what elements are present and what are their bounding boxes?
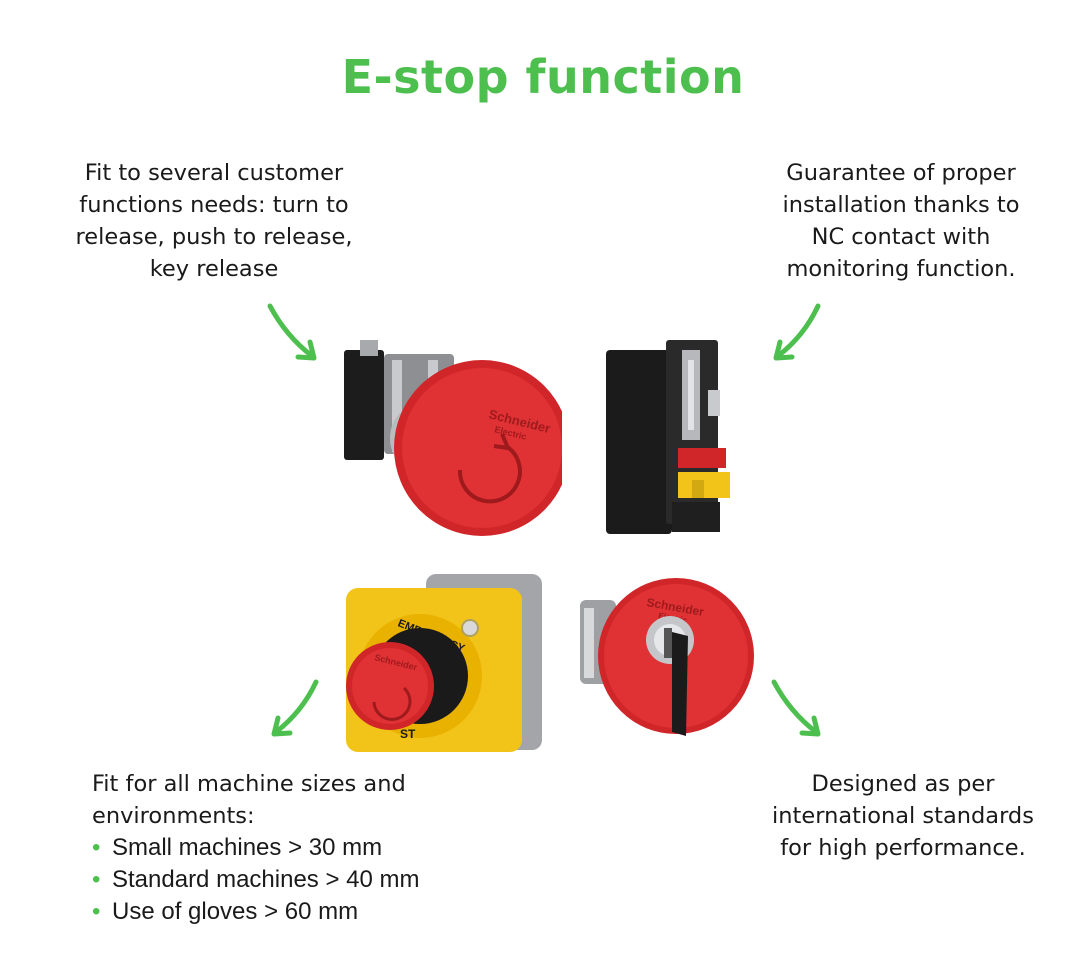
caption-standards: Designed as per international standards … <box>772 771 1034 861</box>
arrow-down-right-icon <box>267 303 317 361</box>
page-title: E-stop function <box>341 50 745 104</box>
arrow-down-left-icon <box>271 679 319 737</box>
bullet-icon: • <box>92 898 101 925</box>
machine-sizes-heading: Fit for all machine sizes and environmen… <box>92 771 406 829</box>
arrow-down-left-icon <box>773 303 821 361</box>
turn-release-button-image: Schneider Electric <box>344 340 562 536</box>
list-item: •Standard machines > 40 mm <box>92 864 512 896</box>
emergency-stop-station-image: EMERGENCY ST Schneider <box>346 574 542 752</box>
bullet-icon: • <box>92 834 101 861</box>
caption-machine-sizes: Fit for all machine sizes and environmen… <box>92 768 512 928</box>
stop-label: ST <box>400 727 416 741</box>
arrow-down-right-icon <box>771 679 821 737</box>
caption-nc-contact: Guarantee of proper installation thanks … <box>782 160 1020 282</box>
nc-contact-block-image <box>606 340 730 534</box>
list-item: •Use of gloves > 60 mm <box>92 896 512 928</box>
bullet-icon: • <box>92 866 101 893</box>
caption-release-functions: Fit to several customer functions needs:… <box>75 160 353 282</box>
key-release-button-image: Schneider Electric <box>580 578 754 736</box>
list-item: •Small machines > 30 mm <box>92 832 512 864</box>
machine-sizes-list: •Small machines > 30 mm •Standard machin… <box>92 832 512 928</box>
